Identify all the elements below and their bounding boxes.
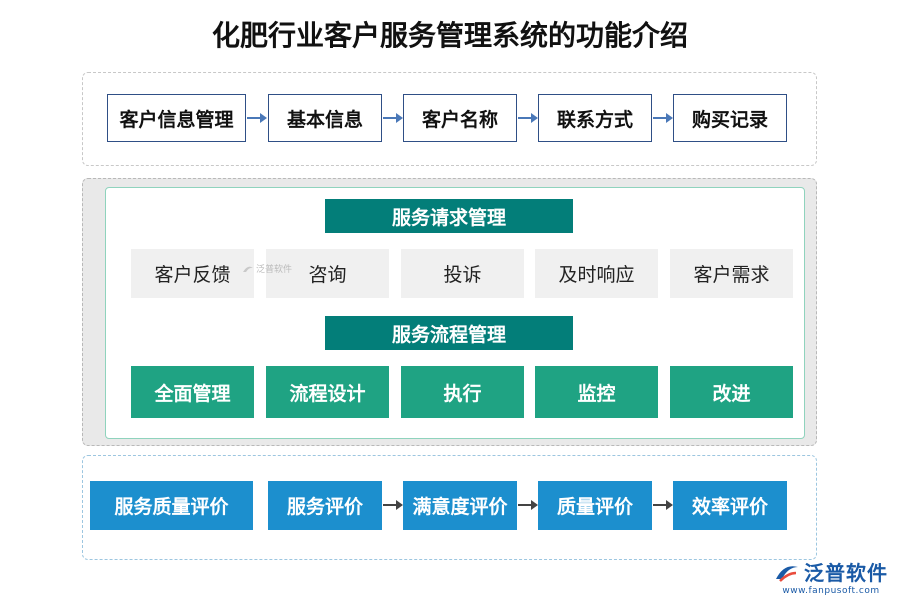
brand-logo: 泛普软件 www.fanpusoft.com [774, 557, 888, 596]
process-design-box: 流程设计 [266, 366, 389, 418]
quality-evaluation-box: 质量评价 [538, 481, 652, 530]
flow-arrow-icon [247, 113, 267, 123]
customer-info-management-box: 客户信息管理 [107, 94, 246, 142]
service-quality-section [82, 455, 817, 560]
execution-box: 执行 [401, 366, 524, 418]
flow-arrow-icon [518, 113, 538, 123]
full-management-box: 全面管理 [131, 366, 254, 418]
brand-name: 泛普软件 [804, 561, 888, 585]
service-quality-evaluation-box: 服务质量评价 [90, 481, 253, 530]
watermark: 泛普软件 [242, 262, 292, 275]
watermark-logo-icon [243, 266, 253, 272]
flow-arrow-icon [383, 113, 403, 123]
efficiency-evaluation-box: 效率评价 [673, 481, 787, 530]
contact-method-box: 联系方式 [538, 94, 652, 142]
service-request-header: 服务请求管理 [325, 199, 573, 233]
consultation-box: 咨询 [266, 249, 389, 298]
timely-response-box: 及时响应 [535, 249, 658, 298]
flow-arrow-icon [653, 113, 673, 123]
satisfaction-evaluation-box: 满意度评价 [403, 481, 517, 530]
page-title: 化肥行业客户服务管理系统的功能介绍 [211, 19, 688, 52]
flow-arrow-icon [518, 500, 538, 510]
service-process-header: 服务流程管理 [325, 316, 573, 350]
basic-info-box: 基本信息 [268, 94, 382, 142]
customer-demand-box: 客户需求 [670, 249, 793, 298]
customer-name-box: 客户名称 [403, 94, 517, 142]
customer-feedback-box: 客户反馈 [131, 249, 254, 298]
service-evaluation-box: 服务评价 [268, 481, 382, 530]
flow-arrow-icon [383, 500, 403, 510]
purchase-record-box: 购买记录 [673, 94, 787, 142]
flow-arrow-icon [653, 500, 673, 510]
improvement-box: 改进 [670, 366, 793, 418]
customer-info-section [82, 72, 817, 166]
monitoring-box: 监控 [535, 366, 658, 418]
complaint-box: 投诉 [401, 249, 524, 298]
brand-swoosh-icon [776, 565, 798, 582]
brand-url: www.fanpusoft.com [782, 586, 880, 596]
